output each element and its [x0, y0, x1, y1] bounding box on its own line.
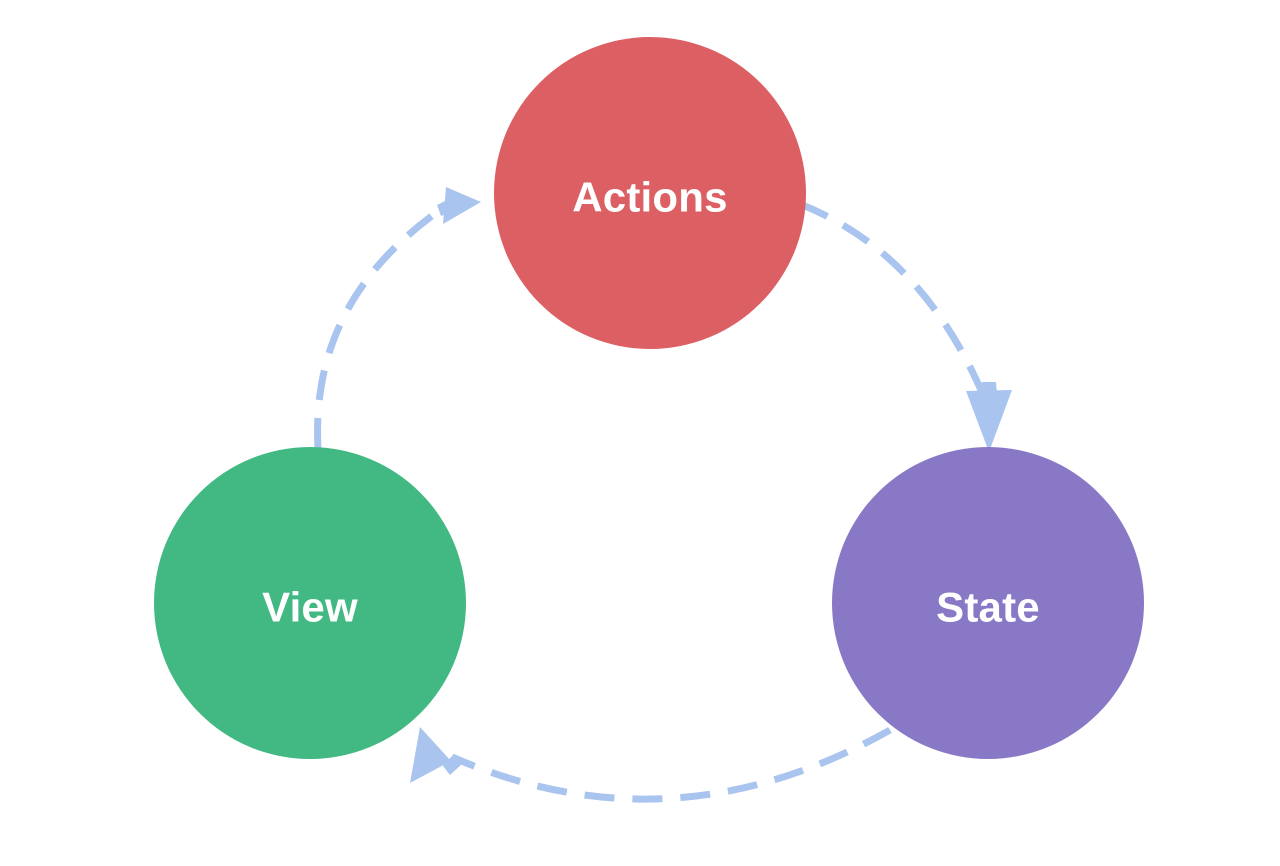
edge-view-to-actions	[314, 187, 481, 449]
edge-state-to-view	[410, 726, 892, 803]
node-actions-label: Actions	[572, 174, 727, 221]
node-actions[interactable]: Actions	[494, 37, 806, 349]
edge-actions-to-state	[798, 200, 1012, 452]
node-view-label: View	[262, 584, 358, 631]
node-view-circle[interactable]	[154, 447, 466, 759]
edge-state-to-view-arrowhead	[410, 727, 461, 783]
edge-actions-to-state-arrowhead	[966, 382, 1012, 452]
node-state-label: State	[936, 584, 1040, 631]
node-actions-circle[interactable]	[494, 37, 806, 349]
edge-view-to-actions-path	[314, 205, 445, 449]
edge-layer	[314, 187, 1012, 803]
node-layer: Actions State View	[154, 37, 1144, 759]
node-state-circle[interactable]	[832, 447, 1144, 759]
node-view[interactable]: View	[154, 447, 466, 759]
edge-state-to-view-path	[450, 726, 892, 803]
edge-view-to-actions-arrowhead	[437, 187, 481, 224]
node-state[interactable]: State	[832, 447, 1144, 759]
edge-actions-to-state-path	[798, 200, 988, 399]
